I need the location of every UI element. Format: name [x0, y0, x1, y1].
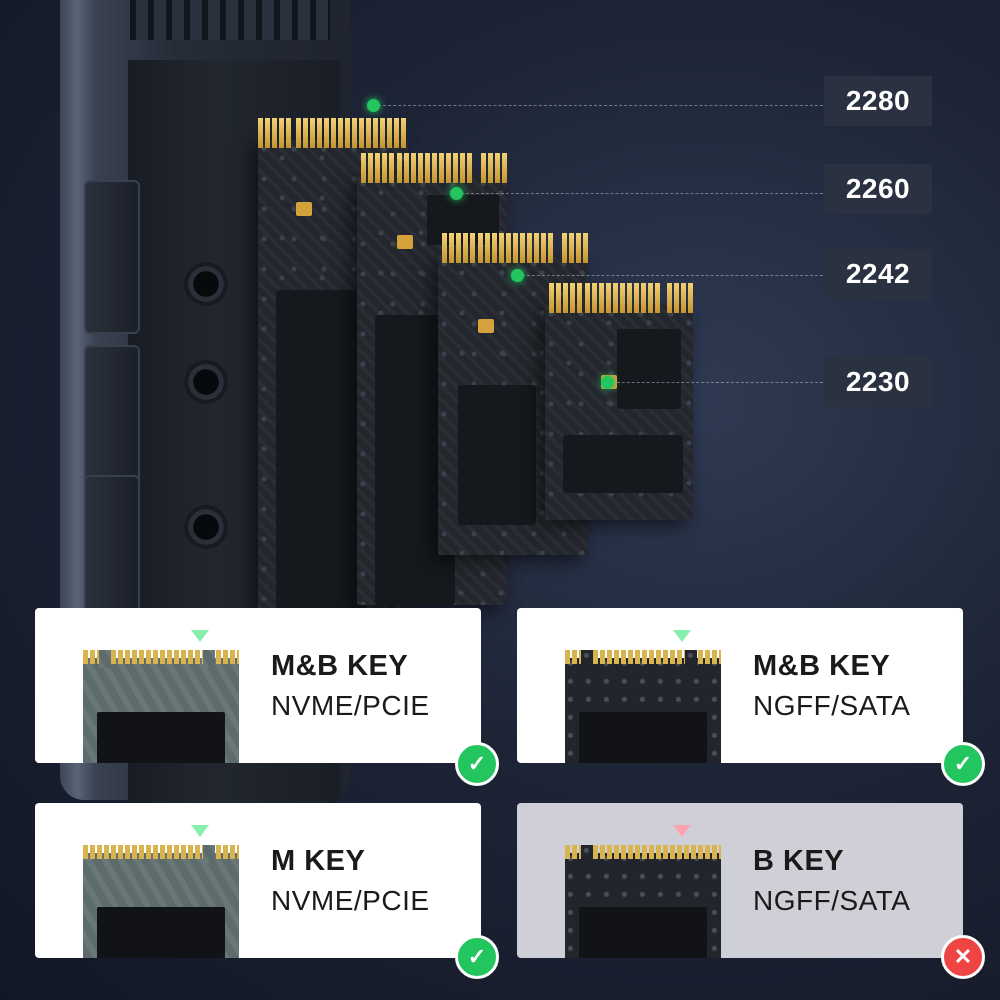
ssd-thumbnail	[565, 650, 721, 763]
ssd-thumbnail	[83, 650, 239, 763]
key-notch-marker-icon	[673, 630, 691, 642]
protocol: NVME/PCIE	[271, 885, 430, 916]
size-label-2260: 2260	[824, 164, 932, 214]
key-type: M KEY	[271, 845, 366, 877]
size-label-2280: 2280	[824, 76, 932, 126]
size-guide-line	[607, 382, 823, 383]
size-guide-line	[517, 275, 823, 276]
compat-card-m-nvme: M KEY NVME/PCIE	[35, 803, 481, 958]
size-guide-line	[456, 193, 823, 194]
enclosure-rail	[84, 475, 140, 629]
key-type: M&B KEY	[271, 650, 409, 682]
size-marker-dot	[601, 376, 614, 389]
standoff-screw	[184, 360, 228, 404]
size-marker-dot	[367, 99, 380, 112]
key-notch-marker-icon	[673, 825, 691, 837]
ssd-thumbnail	[83, 845, 239, 958]
check-icon: ✓	[455, 742, 499, 786]
enclosure-rail	[84, 345, 140, 499]
cross-icon: ✕	[941, 935, 985, 979]
protocol: NGFF/SATA	[753, 885, 911, 916]
enclosure-vents	[130, 0, 330, 40]
standoff-screw	[184, 505, 228, 549]
size-marker-dot	[450, 187, 463, 200]
standoff-screw	[184, 262, 228, 306]
key-notch-marker-icon	[191, 825, 209, 837]
ssd-thumbnail	[565, 845, 721, 958]
protocol: NVME/PCIE	[271, 690, 430, 721]
key-notch-marker-icon	[191, 630, 209, 642]
compat-card-b-sata: B KEY NGFF/SATA	[517, 803, 963, 958]
ssd-2230	[545, 283, 693, 520]
key-type: M&B KEY	[753, 650, 891, 682]
check-icon: ✓	[941, 742, 985, 786]
compat-card-mb-sata: M&B KEY NGFF/SATA	[517, 608, 963, 763]
compat-card-mb-nvme: M&B KEY NVME/PCIE	[35, 608, 481, 763]
size-marker-dot	[511, 269, 524, 282]
protocol: NGFF/SATA	[753, 690, 911, 721]
enclosure-rail	[84, 180, 140, 334]
size-guide-line	[373, 105, 823, 106]
size-label-2230: 2230	[824, 357, 932, 407]
size-label-2242: 2242	[824, 249, 932, 299]
check-icon: ✓	[455, 935, 499, 979]
key-type: B KEY	[753, 845, 845, 877]
